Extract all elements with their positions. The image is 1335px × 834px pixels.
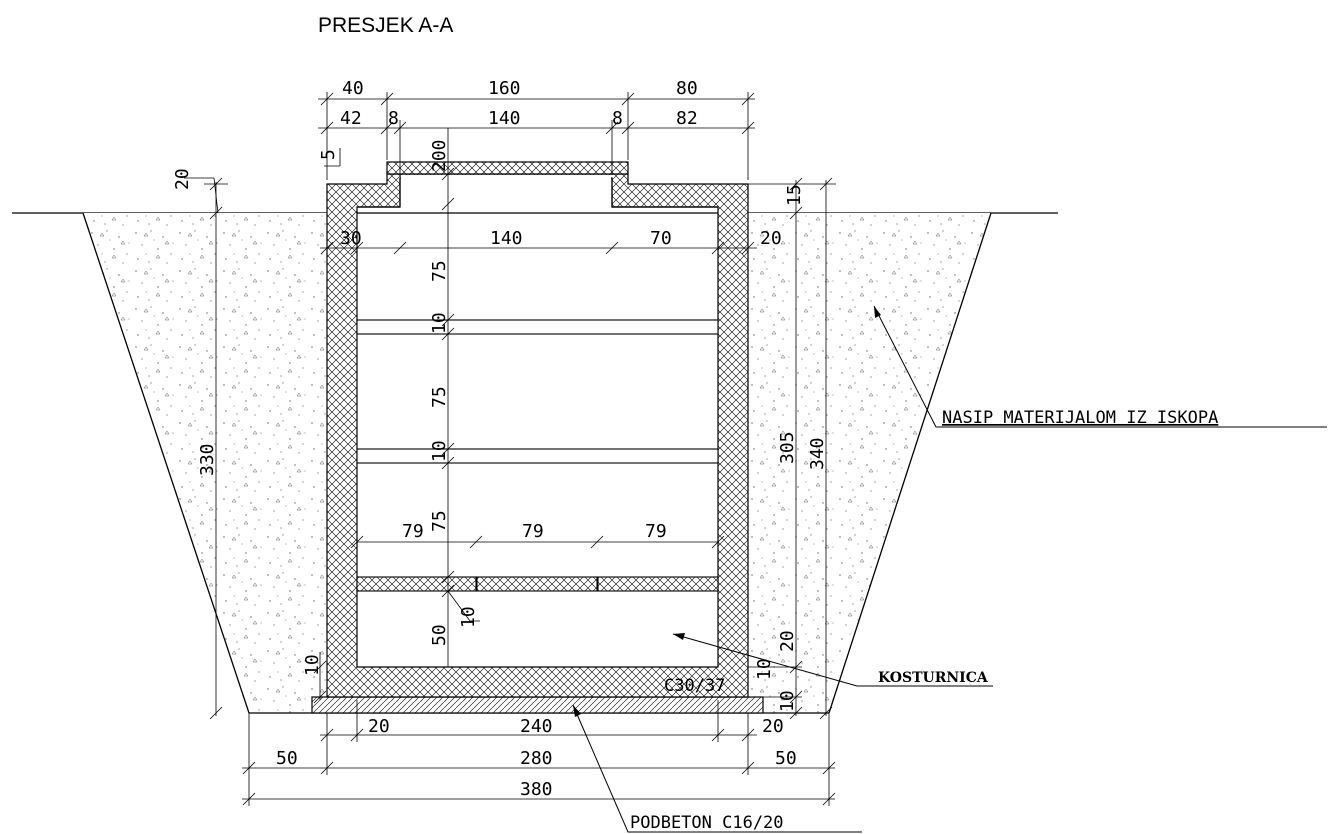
dim-v-75b: 75 xyxy=(429,386,450,408)
dim-79a: 79 xyxy=(402,521,424,542)
dim-v-10c: 10 xyxy=(458,606,479,628)
concrete-grade-label: C30/37 xyxy=(664,676,725,696)
dim-v-20-top: 20 xyxy=(172,168,193,190)
dim-bottom-50b: 50 xyxy=(775,748,797,769)
dim-v-20-right: 20 xyxy=(777,630,798,652)
dim-top-140: 140 xyxy=(488,108,521,129)
shelf-1 xyxy=(356,319,719,335)
backfill-right xyxy=(748,213,991,713)
concrete-box xyxy=(326,173,749,698)
dim-v-75c: 75 xyxy=(429,510,450,532)
shelf-2 xyxy=(356,448,719,464)
dim-top-82: 82 xyxy=(676,108,698,129)
dim-bottom-50a: 50 xyxy=(276,748,298,769)
dim-v-75a: 75 xyxy=(429,260,450,282)
lean-concrete-slab xyxy=(311,696,764,714)
dim-v-15: 15 xyxy=(784,184,805,206)
dim-v-10-right: 10 xyxy=(754,658,775,680)
dim-top-160: 160 xyxy=(488,78,521,99)
dim-top-8b: 8 xyxy=(612,108,623,129)
dim-79b: 79 xyxy=(522,521,544,542)
dim-top-8a: 8 xyxy=(388,108,399,129)
dim-79c: 79 xyxy=(645,521,667,542)
dim-v-10-bottom: 10 xyxy=(777,690,798,712)
dim-bottom-240: 240 xyxy=(520,716,553,737)
dim-v-340: 340 xyxy=(807,437,828,470)
dim-bottom-20a: 20 xyxy=(368,716,390,737)
leader-kosturnica xyxy=(672,633,993,687)
dim-v-10a: 10 xyxy=(429,312,450,334)
leader-nasip xyxy=(873,305,1327,428)
shelf-3a xyxy=(356,576,477,592)
shelf-3c xyxy=(597,576,719,592)
cover-slab xyxy=(386,161,629,175)
dim-bottom-380: 380 xyxy=(520,779,553,800)
lean-concrete-label: PODBETON C16/20 xyxy=(630,813,784,833)
dim-bottom-20b: 20 xyxy=(762,716,784,737)
dim-inner-30: 30 xyxy=(340,228,362,249)
backfill-label: NASIP MATERIJALOM IZ ISKOPA xyxy=(942,408,1218,428)
dim-v-200: 200 xyxy=(429,139,450,172)
dim-v-5: 5 xyxy=(318,149,339,160)
dim-top-40: 40 xyxy=(342,78,364,99)
dim-v-330: 330 xyxy=(197,443,218,476)
dim-inner-140: 140 xyxy=(490,228,523,249)
section-title: PRESJEK A-A xyxy=(318,14,454,37)
dim-v-10b: 10 xyxy=(429,440,450,462)
leader-podbeton xyxy=(572,704,862,833)
dim-v-50: 50 xyxy=(429,624,450,646)
dim-inner-20: 20 xyxy=(760,228,782,249)
dim-v-305: 305 xyxy=(777,431,798,464)
backfill-left xyxy=(83,213,327,713)
dim-inner-70: 70 xyxy=(650,228,672,249)
dim-top-42: 42 xyxy=(340,108,362,129)
dim-bottom-280: 280 xyxy=(520,748,553,769)
dim-v-10-left: 10 xyxy=(302,654,323,676)
shelf-3b xyxy=(476,576,598,592)
kosturnica-label: KOSTURNICA xyxy=(878,670,989,686)
dim-top-80: 80 xyxy=(676,78,698,99)
